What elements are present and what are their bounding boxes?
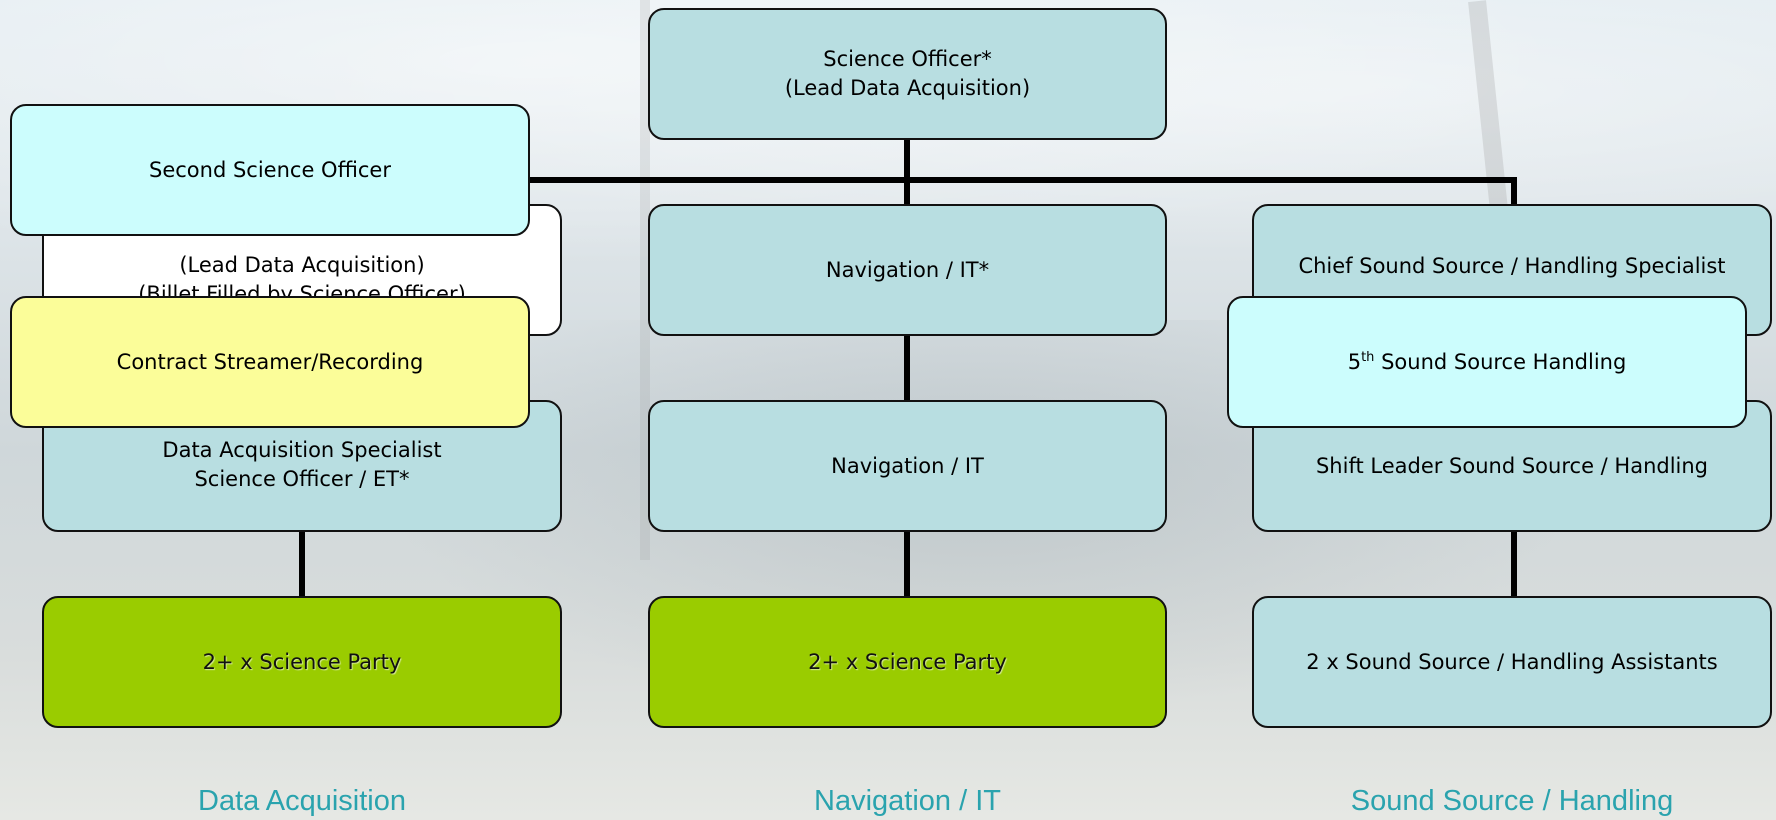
data-acq-specialist-line-1: Data Acquisition Specialist xyxy=(162,438,442,462)
sound-assistants-box: 2 x Sound Source / Handling Assistants xyxy=(1252,596,1772,728)
science-party-left-label: 2+ x Science Party xyxy=(202,649,402,674)
fifth-ordinal-suffix: th xyxy=(1361,349,1375,365)
science-officer-title: Science Officer* xyxy=(823,47,992,71)
sound-assistants-label: 2 x Sound Source / Handling Assistants xyxy=(1306,649,1718,674)
fifth-sound-source-text: Sound Source Handling xyxy=(1374,349,1627,374)
science-party-left-box: 2+ x Science Party xyxy=(42,596,562,728)
science-party-middle-label: 2+ x Science Party xyxy=(808,649,1007,674)
contract-streamer-label: Contract Streamer/Recording xyxy=(116,349,424,374)
science-party-middle-box: 2+ x Science Party xyxy=(648,596,1167,728)
shift-leader-sound-label: Shift Leader Sound Source / Handling xyxy=(1315,454,1709,478)
navigation-it-star-label: Navigation / IT* xyxy=(825,257,990,282)
column-label-navigation-it: Navigation / IT xyxy=(814,785,1001,817)
navigation-it-box: Navigation / IT xyxy=(648,400,1167,532)
science-officer-subtitle: (Lead Data Acquisition) xyxy=(784,76,1031,100)
second-science-officer-box: Second Science Officer xyxy=(10,104,530,236)
fifth-sound-source-box: 5th Sound Source Handling xyxy=(1227,296,1747,428)
contract-streamer-box: Contract Streamer/Recording xyxy=(10,296,530,428)
column-label-sound-source: Sound Source / Handling xyxy=(1350,785,1674,817)
data-acq-specialist-line-2: Science Officer / ET* xyxy=(194,467,410,491)
fifth-ordinal: 5 xyxy=(1347,349,1362,374)
science-officer-box: Science Officer* (Lead Data Acquisition) xyxy=(648,8,1167,140)
fifth-sound-source-label: 5th Sound Source Handling xyxy=(1348,348,1627,377)
navigation-it-star-box: Navigation / IT* xyxy=(648,204,1167,336)
billet-line-1: (Lead Data Acquisition) xyxy=(179,253,425,277)
navigation-it-label: Navigation / IT xyxy=(831,453,984,478)
chief-sound-source-label: Chief Sound Source / Handling Specialist xyxy=(1298,254,1726,278)
column-label-data-acquisition: Data Acquisition xyxy=(198,785,406,817)
second-science-officer-label: Second Science Officer xyxy=(149,157,391,182)
